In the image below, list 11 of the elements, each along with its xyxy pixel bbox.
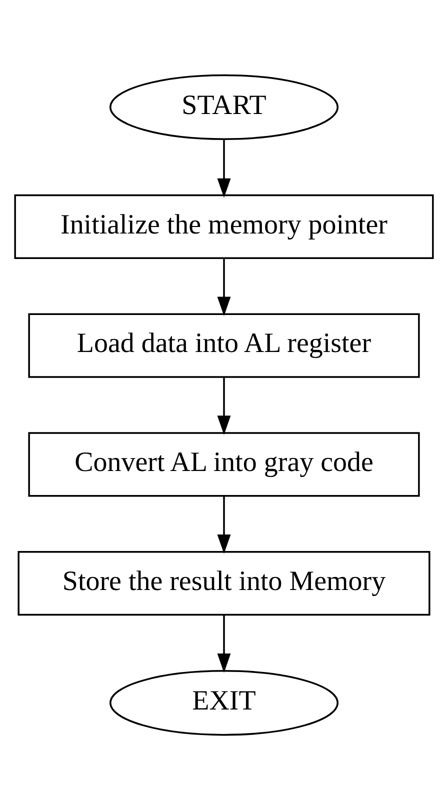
node-box: Store the result into Memory xyxy=(18,550,430,616)
arrow xyxy=(217,614,231,672)
node-box: Initialize the memory pointer xyxy=(14,194,434,259)
arrow xyxy=(217,496,231,554)
arrow xyxy=(217,138,231,198)
node-ellipse: EXIT xyxy=(110,670,338,736)
node-ellipse: START xyxy=(110,74,338,140)
arrow xyxy=(217,377,231,434)
node-box: Convert AL into gray code xyxy=(28,432,420,496)
node-box: Load data into AL register xyxy=(28,312,420,378)
arrow xyxy=(217,258,231,316)
